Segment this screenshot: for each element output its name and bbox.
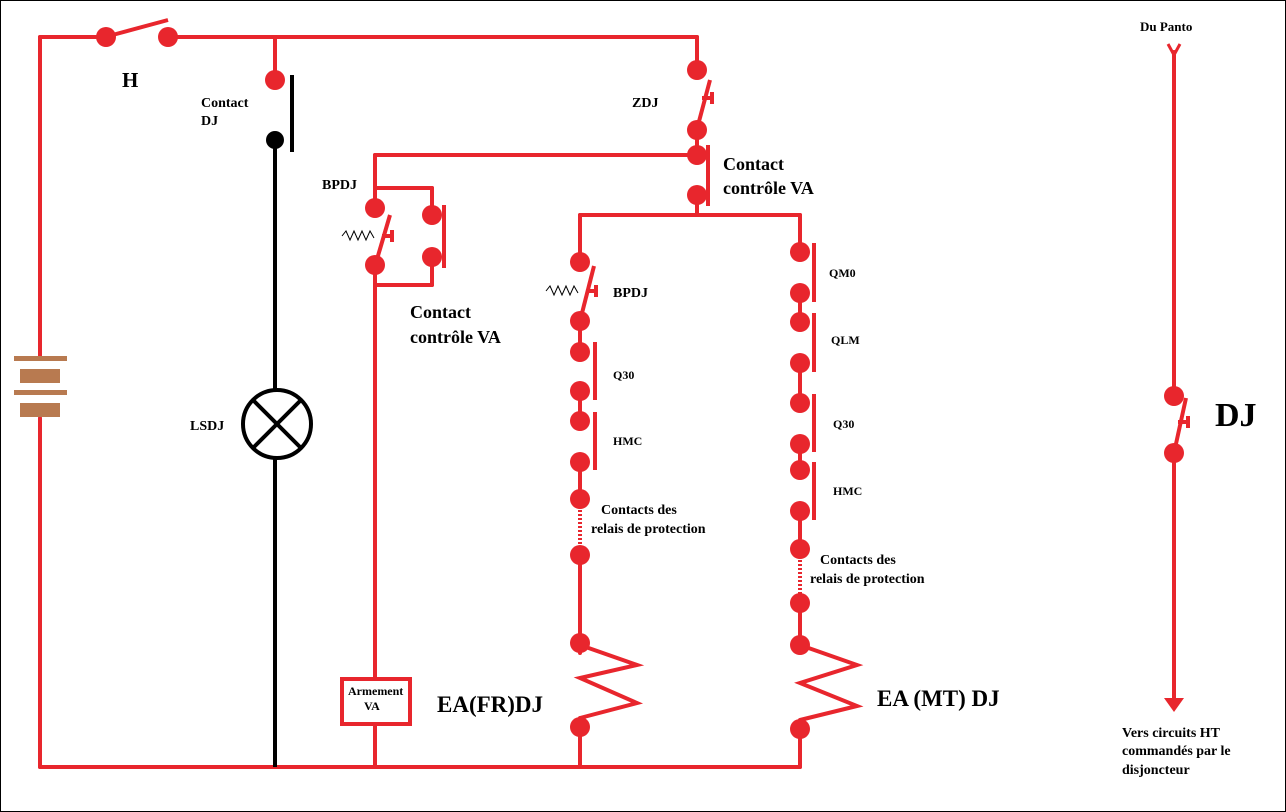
node bbox=[422, 247, 442, 267]
node bbox=[790, 539, 810, 559]
label-protection-right-1: Contacts des bbox=[820, 553, 896, 568]
label-protection-right-2: relais de protection bbox=[810, 572, 925, 587]
node bbox=[96, 27, 116, 47]
label-contact-dj-1: Contact bbox=[201, 96, 249, 111]
node bbox=[790, 719, 810, 739]
label-bpdj-mid: BPDJ bbox=[613, 286, 648, 301]
label-q30-right: Q30 bbox=[833, 417, 854, 431]
node bbox=[790, 283, 810, 303]
battery-icon bbox=[14, 356, 67, 417]
label-bpdj-left: BPDJ bbox=[322, 178, 357, 193]
label-contact-dj-2: DJ bbox=[201, 114, 218, 129]
label-ea-mt-dj: EA (MT) DJ bbox=[877, 686, 1000, 711]
label-ea-fr-dj: EA(FR)DJ bbox=[437, 692, 543, 717]
node bbox=[570, 717, 590, 737]
node bbox=[158, 27, 178, 47]
label-qm0: QM0 bbox=[829, 266, 856, 280]
label-q30-mid: Q30 bbox=[613, 368, 634, 382]
node bbox=[265, 70, 285, 90]
node bbox=[687, 120, 707, 140]
contact-dj-node-black bbox=[266, 131, 284, 149]
arrow-down-icon bbox=[1164, 698, 1184, 712]
label-h: H bbox=[122, 68, 138, 92]
label-du-panto: Du Panto bbox=[1140, 19, 1192, 34]
label-ccva-left-2: contrôle VA bbox=[410, 327, 501, 347]
panto-fork bbox=[1166, 43, 1182, 59]
node bbox=[570, 411, 590, 431]
label-ccva-top-2: contrôle VA bbox=[723, 178, 814, 198]
node bbox=[790, 312, 810, 332]
wires bbox=[38, 35, 1176, 769]
node bbox=[790, 434, 810, 454]
node bbox=[687, 60, 707, 80]
node bbox=[790, 593, 810, 613]
node bbox=[790, 501, 810, 521]
lamp-x-icon bbox=[241, 388, 313, 460]
node bbox=[570, 311, 590, 331]
armement-va-box bbox=[340, 677, 412, 726]
node bbox=[1164, 386, 1184, 406]
node bbox=[422, 205, 442, 225]
node bbox=[687, 185, 707, 205]
node bbox=[790, 393, 810, 413]
node bbox=[365, 198, 385, 218]
label-hmc-right: HMC bbox=[833, 484, 862, 498]
label-vers-circuits-2: commandés par le bbox=[1122, 744, 1231, 759]
node bbox=[790, 460, 810, 480]
label-vers-circuits-1: Vers circuits HT bbox=[1122, 726, 1221, 741]
node bbox=[570, 381, 590, 401]
node bbox=[790, 635, 810, 655]
node bbox=[570, 633, 590, 653]
label-hmc-mid: HMC bbox=[613, 434, 642, 448]
label-ccva-top-1: Contact bbox=[723, 154, 784, 174]
node bbox=[1164, 443, 1184, 463]
node bbox=[790, 353, 810, 373]
node bbox=[570, 452, 590, 472]
coil-zigzag-icon bbox=[573, 643, 645, 720]
coil-zigzag-icon bbox=[794, 643, 864, 722]
node bbox=[570, 252, 590, 272]
nodes bbox=[96, 27, 1184, 739]
node bbox=[687, 145, 707, 165]
label-vers-circuits-3: disjoncteur bbox=[1122, 763, 1190, 778]
spring-bpdj-left bbox=[341, 229, 375, 242]
node bbox=[570, 342, 590, 362]
label-qlm: QLM bbox=[831, 333, 860, 347]
label-ccva-left-1: Contact bbox=[410, 302, 471, 322]
label-zdj: ZDJ bbox=[632, 96, 658, 111]
node bbox=[790, 242, 810, 262]
label-protection-mid-2: relais de protection bbox=[591, 522, 706, 537]
lamp-circuit bbox=[273, 75, 294, 767]
labels: H Contact DJ ZDJ Contact contrôle VA BPD… bbox=[122, 19, 1257, 778]
label-lsdj: LSDJ bbox=[190, 419, 224, 434]
node bbox=[570, 489, 590, 509]
label-dj: DJ bbox=[1215, 397, 1257, 434]
label-armement-2: VA bbox=[364, 699, 380, 713]
node bbox=[365, 255, 385, 275]
label-protection-mid-1: Contacts des bbox=[601, 503, 677, 518]
label-armement-1: Armement bbox=[348, 684, 403, 698]
node bbox=[570, 545, 590, 565]
spring-bpdj-mid bbox=[545, 284, 579, 297]
